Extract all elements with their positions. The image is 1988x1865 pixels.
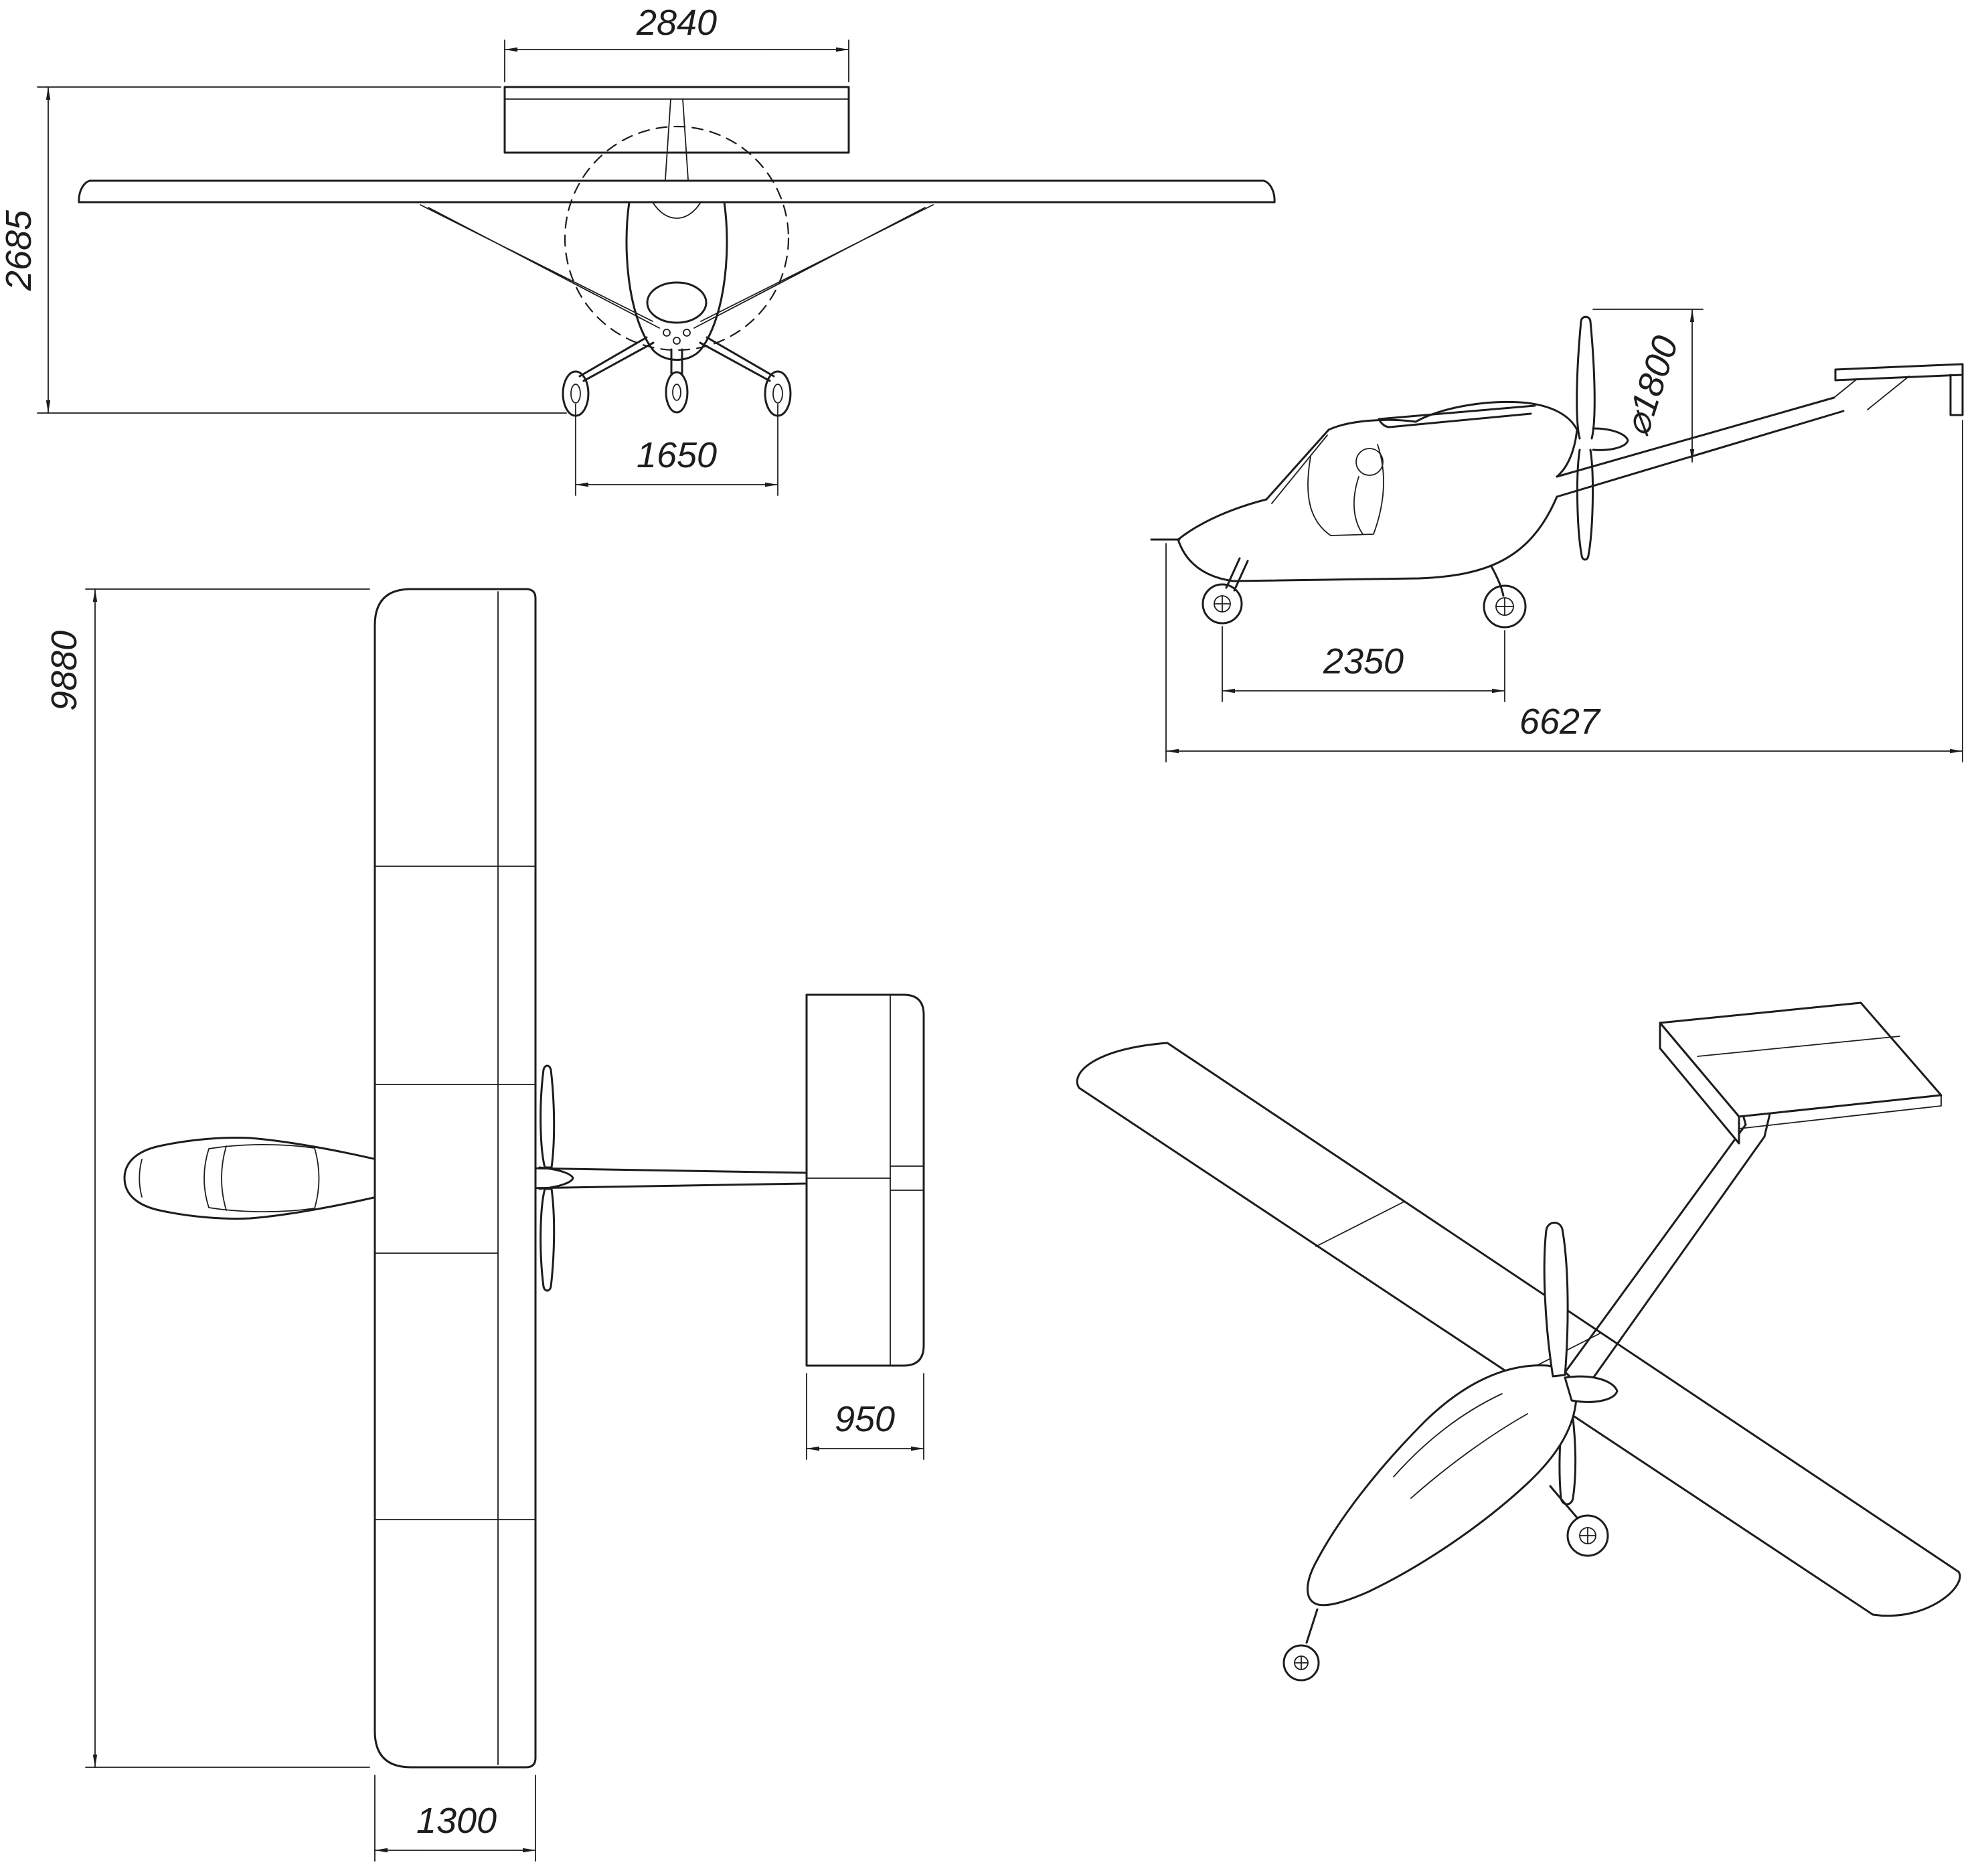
iso-propeller [1543,1222,1619,1403]
isometric-view [1076,1001,1961,1682]
iso-landing-gear [1282,1485,1609,1682]
front-nose-wheel [665,371,689,414]
dim-top-wingspan: 9880 [44,588,370,1768]
dim-label-side-length: 6627 [1519,702,1601,742]
dim-label-front-height: 2685 [0,210,39,291]
dim-label-top-tail-chord: 950 [835,1399,895,1439]
side-landing-gear [1202,557,1527,629]
side-wing [1378,404,1536,428]
front-view: 2840 2685 1650 [0,3,1276,496]
front-horizontal-stabilizer [503,86,850,180]
top-wing [374,588,537,1769]
front-propeller-disc [564,125,790,351]
dim-top-wing-chord: 1300 [374,1775,536,1862]
iso-stab-endplate [1659,1022,1740,1145]
dim-front-tail-span: 2840 [504,3,849,82]
front-vertical-fin [665,98,689,180]
top-spinner [538,1166,574,1190]
side-door [1307,444,1384,536]
front-landing-gear [562,336,792,417]
dim-label-front-tail-span: 2840 [636,3,717,43]
top-tail [805,993,925,1367]
pilot-body [1353,476,1363,535]
dim-label-top-wingspan: 9880 [44,631,84,711]
side-stab-endplate [1949,363,1964,416]
front-wing-struts [420,204,934,329]
pilot-head [1355,448,1384,476]
iso-tail-boom [1553,1123,1766,1406]
dim-side-length: 6627 [1165,420,1963,762]
iso-spinner [1564,1375,1619,1403]
dim-front-track: 1650 [575,404,778,496]
side-nose-wheel [1202,583,1243,625]
dim-side-wheelbase: 2350 [1222,626,1505,702]
iso-propeller-lower-blade [1558,1404,1577,1506]
dim-top-tail-chord: 950 [806,1373,924,1460]
dim-label-side-prop-diameter: ⌀1800 [1617,331,1686,441]
iso-fuselage [1307,1364,1578,1607]
side-propeller [1576,315,1629,561]
side-main-wheel [1483,584,1527,629]
front-nose-cone [646,281,708,324]
iso-wing [1076,1042,1961,1617]
side-tail [1833,363,1964,416]
side-view: ⌀1800 2350 6627 [1150,309,1964,762]
front-fuselage [625,201,728,361]
top-view: 9880 1300 950 [44,588,925,1862]
dim-front-height: 2685 [0,86,567,414]
top-propeller [538,1064,574,1292]
dim-label-top-wing-chord: 1300 [416,1801,497,1841]
iso-tail [1659,1001,1942,1145]
side-spinner [1592,427,1629,451]
dim-label-front-track: 1650 [637,435,717,475]
side-fuselage [1150,401,1578,582]
side-tail-boom [1556,396,1845,498]
front-wing [78,179,1276,204]
top-canopy [203,1143,320,1213]
dim-label-side-wheelbase: 2350 [1323,641,1404,681]
